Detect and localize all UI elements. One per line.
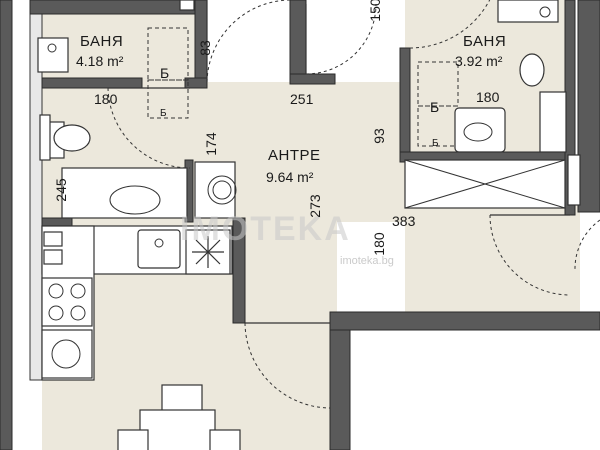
mirror-top-left <box>179 0 195 11</box>
living-floor <box>237 222 337 450</box>
sink-kitchen-drain <box>154 238 164 248</box>
cooktop <box>41 277 93 327</box>
burner-3 <box>48 305 64 321</box>
dim-174: 174 <box>203 132 219 156</box>
dim-273: 273 <box>307 194 323 218</box>
kitchen-switch <box>43 231 63 247</box>
watermark: IMOTEKA imoteka.bg <box>180 210 394 267</box>
watermark-url: imoteka.bg <box>340 255 394 267</box>
chair-top <box>161 384 203 414</box>
dim-383: 383 <box>392 213 416 229</box>
mark-b1: Б <box>160 65 169 81</box>
wall-bath-left-bottom-b <box>184 77 208 89</box>
wall-top-center <box>289 0 307 83</box>
outer-wall-left <box>0 0 13 450</box>
washing-machine <box>194 161 236 219</box>
wall-bath-left-bottom <box>41 77 143 89</box>
burner-2 <box>70 283 86 299</box>
dim-93: 93 <box>371 128 387 144</box>
dishwasher-drum <box>51 339 81 369</box>
room-area-hall: 9.64 m² <box>266 169 314 185</box>
room-label-bath-right: БАНЯ <box>463 33 506 50</box>
sink-left <box>109 185 161 215</box>
dining-table <box>139 409 216 450</box>
shower-left-b <box>147 79 189 119</box>
room-label-hall: АНТРЕ <box>268 147 321 164</box>
snowflake-icon <box>192 236 224 268</box>
washing-machine-drum-inner <box>212 180 232 200</box>
burner-1 <box>48 283 64 299</box>
shower-right <box>497 0 559 23</box>
watermark-logo: IMOTEKA <box>180 210 351 248</box>
room-area-bath-left: 4.18 m² <box>76 53 124 69</box>
burner-4 <box>70 305 86 321</box>
dim-251: 251 <box>290 91 314 107</box>
wall-left-inner <box>29 0 43 381</box>
kitchen-fixtures <box>41 225 233 381</box>
sink-kitchen <box>137 229 181 269</box>
kitchen-switch-b <box>43 249 63 265</box>
door-arc-bath-left <box>206 0 292 83</box>
sink-right <box>463 122 493 142</box>
dim-245: 245 <box>53 178 69 202</box>
left-fixtures <box>39 114 237 219</box>
dim-180-top-right: 180 <box>476 89 500 105</box>
dim-180-vertical: 180 <box>371 232 387 256</box>
wall-terrace-top <box>329 311 600 331</box>
toilet-right <box>519 53 545 87</box>
cabinet-right <box>539 91 567 153</box>
mark-b4: Б <box>160 108 167 119</box>
chair-left <box>117 429 149 450</box>
dining-set <box>117 384 241 450</box>
wall-right-stub <box>577 0 600 213</box>
wall-kitchen-top <box>41 217 73 227</box>
bath-right-fixtures: Б <box>404 0 581 209</box>
wall-bath-right-left <box>399 47 411 161</box>
chair-right <box>209 429 241 450</box>
dimensions: 83 150 180 251 180 174 93 245 273 383 18… <box>53 0 500 256</box>
drain-right <box>539 6 551 18</box>
bath-left-fixtures: Б <box>37 0 195 119</box>
storage-x2 <box>404 159 566 209</box>
pipe-right <box>567 154 581 206</box>
terrace-white <box>360 330 600 450</box>
wall-kitchen-right <box>232 217 246 324</box>
mark-b2: Б <box>430 99 439 115</box>
wall-top-left <box>29 0 201 15</box>
wall-top-center-b <box>289 73 336 85</box>
wall-living-right <box>329 311 351 450</box>
bathtub-right <box>454 107 506 153</box>
dim-180-top-left: 180 <box>94 91 118 107</box>
dim-150: 150 <box>367 0 383 22</box>
radiator-left <box>39 114 51 161</box>
vanity-left <box>61 167 188 219</box>
mark-b3: Б <box>432 138 439 149</box>
room-label-bath-left: БАНЯ <box>80 33 123 50</box>
door-arc-top-center <box>305 3 377 75</box>
door-arc-hall <box>107 87 191 169</box>
shower-left <box>147 27 189 81</box>
doors <box>107 0 600 409</box>
dim-83: 83 <box>197 40 213 56</box>
dishwasher <box>41 329 93 379</box>
washing-machine-drum <box>207 175 237 205</box>
door-arc-bath-right <box>409 0 491 49</box>
room-labels: БАНЯ 4.18 m² БАНЯ 3.92 m² АНТРЕ 9.64 m² <box>76 33 506 185</box>
toilet-left <box>53 124 91 152</box>
drain-left <box>47 43 57 53</box>
washbasin-left <box>37 37 69 73</box>
door-arc-right <box>489 214 571 296</box>
door-arc-living <box>244 322 331 409</box>
room-area-bath-right: 3.92 m² <box>455 53 503 69</box>
